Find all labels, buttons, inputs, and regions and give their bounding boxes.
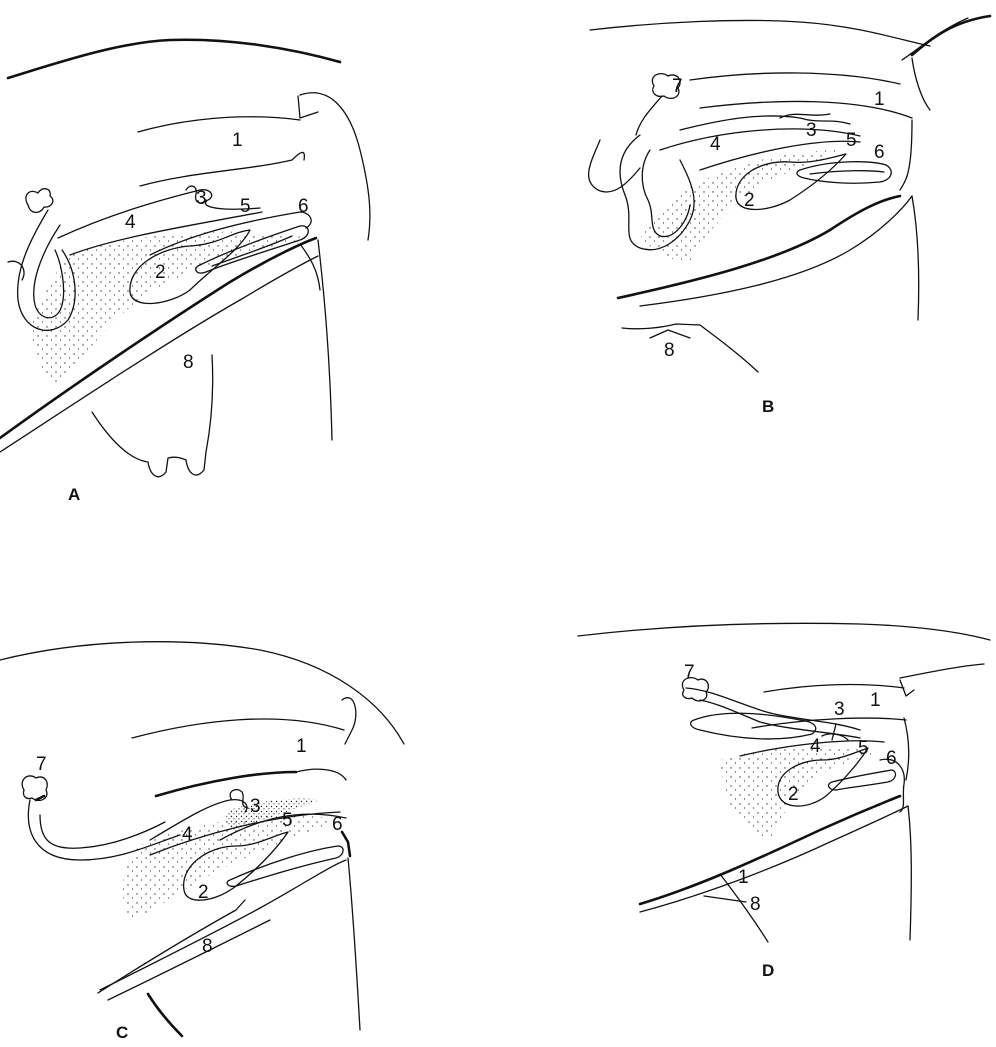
structure-8-b [622,324,758,372]
vertical-b-a [300,244,320,290]
leg-c [148,994,182,1036]
panel-label-b: B [762,397,774,416]
label-7-b: 7 [672,76,683,97]
structure-1-c-lower2 [296,769,346,780]
structure-1-b [690,73,900,84]
structure-1-a-lower [140,152,304,186]
pointer-8-d [704,896,746,902]
structure-8-c [98,900,245,993]
back-line-c [0,642,404,744]
panel-a: 1 3 4 5 6 2 8 A [0,40,370,504]
tube-b [636,96,662,135]
udder-a [92,355,213,477]
label-2-b: 2 [744,190,755,211]
stippled-region-d [720,745,880,840]
label-1-c: 1 [296,736,307,757]
vertical-d [908,806,911,940]
label-8-a: 8 [183,352,194,373]
label-5-a: 5 [240,196,251,217]
panel-d: 1 3 4 5 6 7 2 1 8 D [578,623,990,980]
label-8-d: 8 [750,894,761,915]
panel-label-d: D [762,961,774,980]
label-1-a: 1 [232,130,243,151]
panel-c: 1 3 4 5 6 7 2 8 C [0,642,404,1042]
label-3-a: 3 [196,188,207,209]
structure-6-d [829,770,896,790]
ventral-line-c-2 [108,920,270,1000]
label-6-b: 6 [874,142,885,163]
tail-b [912,16,990,55]
rump-d-drop [904,718,909,780]
label-3-d: 3 [834,699,845,720]
label-7-c: 7 [36,754,47,775]
label-3-c: 3 [250,796,261,817]
label-6-c: 6 [332,814,343,835]
panel-label-a: A [68,485,80,504]
structure-4-b [680,116,850,130]
coil-b-3 [589,140,640,192]
structure-1-d [764,685,904,692]
label-5-b: 5 [846,130,857,151]
panel-b: 1 3 4 5 6 7 2 8 B [589,16,990,416]
vertical-c [348,858,360,1030]
rump-c [342,698,356,744]
structure-3-d-pointer [832,724,836,740]
label-4-d: 4 [810,736,821,757]
tract-b [660,129,860,150]
rump-drop-b [900,120,912,190]
vertical-a [318,240,332,440]
panel-label-c: C [116,1023,128,1042]
label-1-d-lower: 1 [738,867,749,888]
label-6-a: 6 [298,196,309,217]
label-8-c: 8 [202,936,213,957]
label-4-a: 4 [125,212,136,233]
label-1-d-upper: 1 [870,690,881,711]
label-1-b: 1 [874,89,885,110]
stippled-region-c [123,815,340,920]
label-4-b: 4 [710,134,721,155]
label-5-d: 5 [858,738,869,759]
label-2-d: 2 [788,784,799,805]
structure-4-d [691,713,816,739]
rump-b [912,58,930,110]
structure-8-b-bracket [650,330,690,338]
structure-1-c-lower [156,772,296,796]
structure-3-c [230,790,248,808]
label-6-d: 6 [886,748,897,769]
tail-root-a [298,96,318,118]
label-3-b: 3 [806,120,817,141]
label-4-c: 4 [182,824,193,845]
structure-6-inner-b [810,171,884,174]
structure-6-b [797,162,891,184]
label-2-c: 2 [198,882,209,903]
label-5-c: 5 [282,810,293,831]
label-7-d: 7 [684,662,695,683]
back-line-d [578,623,990,640]
vertical-b [912,196,919,320]
back-line-a [8,40,340,78]
label-8-b: 8 [664,340,675,361]
back-line-b [590,20,930,46]
rump-d [900,664,984,678]
structure-1-a [138,117,300,132]
structure-1-c [132,719,344,738]
label-2-a: 2 [155,262,166,283]
ovary-a [26,189,53,213]
